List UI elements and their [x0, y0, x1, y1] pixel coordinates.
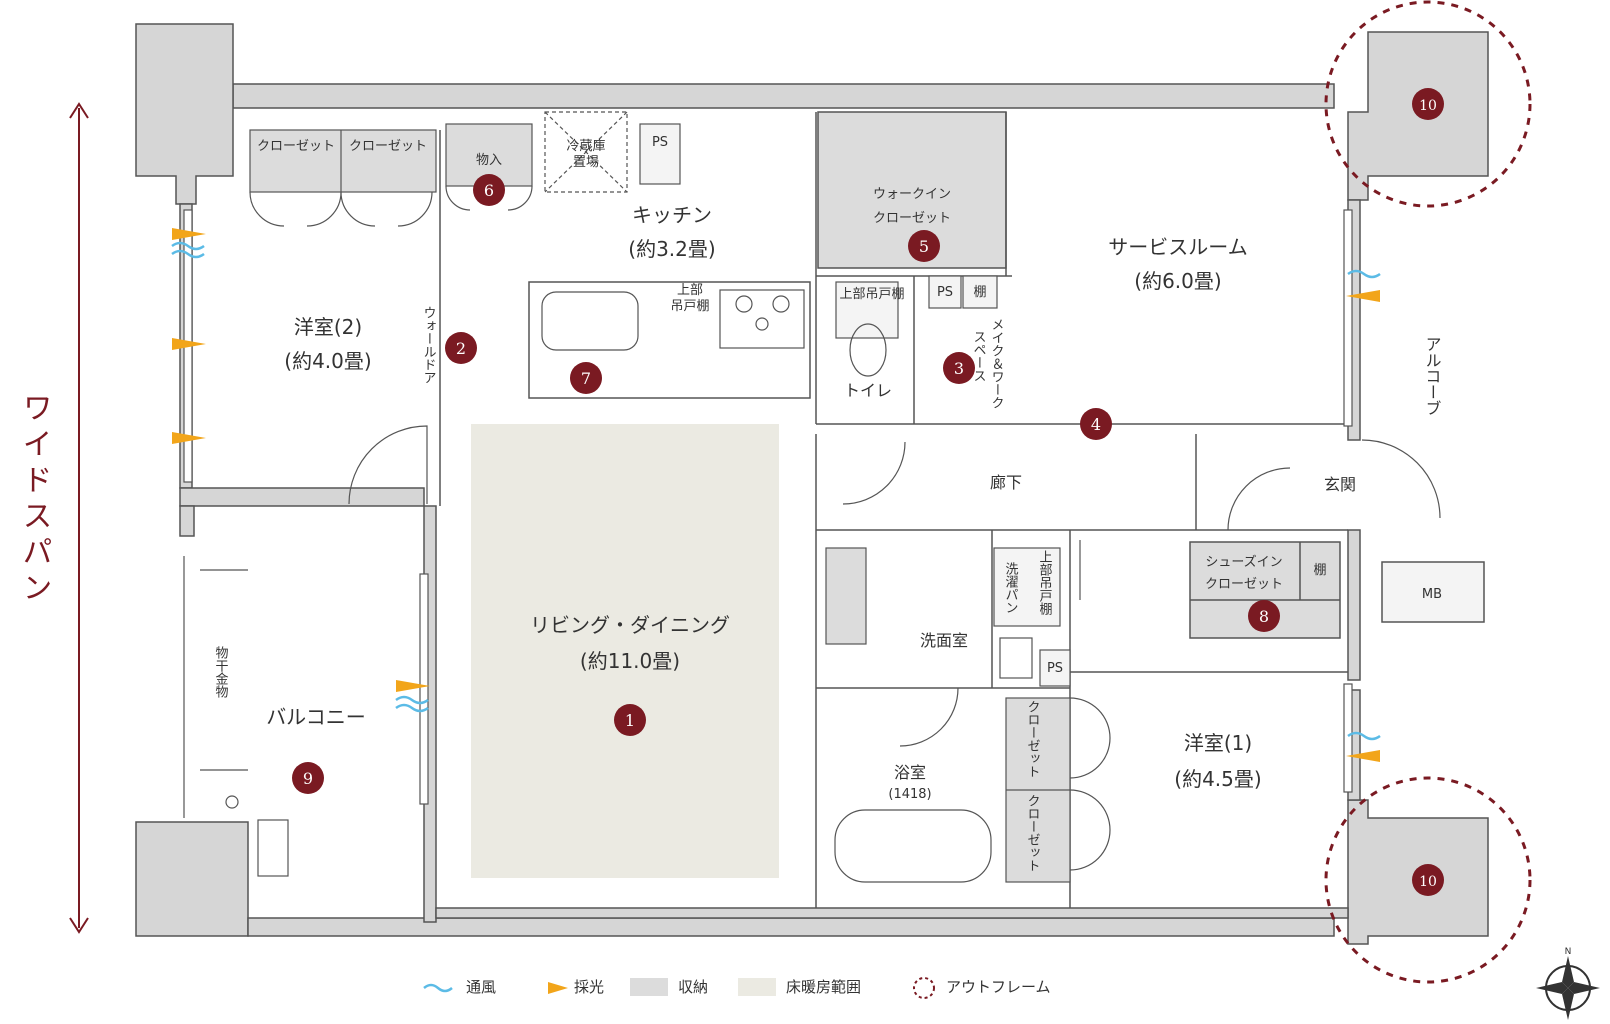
svg-text:10: 10 — [1419, 874, 1437, 890]
walkin-label-2: クローゼット — [873, 211, 951, 226]
svg-text:9: 9 — [303, 769, 313, 788]
legend-outframe: アウトフレーム — [946, 978, 1051, 996]
svg-text:1: 1 — [625, 711, 635, 730]
ps-wash-label: PS — [1047, 661, 1063, 676]
closet-right-2: クローゼット — [1025, 794, 1041, 872]
closet-right-1: クローゼット — [1025, 700, 1041, 778]
walk-door-label: ウォールドア — [421, 306, 436, 384]
washing-pan-label: 洗濯パン — [1003, 562, 1019, 614]
floor-heating-area — [471, 424, 779, 878]
svg-text:8: 8 — [1259, 607, 1269, 626]
marker-3: 3 — [943, 352, 975, 384]
shoes-label-2: クローゼット — [1205, 577, 1283, 592]
bath-name: 浴室 — [894, 763, 926, 782]
svg-text:6: 6 — [484, 181, 494, 200]
legend: 通風 採光 収納 床暖房範囲 アウトフレーム — [423, 977, 1051, 999]
living-size: (約11.0畳) — [580, 649, 680, 673]
walkin-label-1: ウォークイン — [873, 187, 951, 202]
svg-text:5: 5 — [919, 237, 929, 256]
western1-size: (約4.5畳) — [1174, 767, 1261, 791]
legend-ventilation: 通風 — [466, 978, 496, 996]
western2-name: 洋室(2) — [294, 315, 362, 339]
svg-text:10: 10 — [1419, 98, 1437, 114]
kitchen-size: (約3.2畳) — [628, 237, 715, 261]
fridge-label-2: 置場 — [573, 155, 599, 170]
kitchen-name: キッチン — [632, 203, 712, 227]
drying-label: 物干金物 — [213, 646, 229, 699]
svg-text:4: 4 — [1091, 415, 1101, 434]
ps-toilet-label: PS — [937, 285, 953, 300]
shoes-label-1: シューズイン — [1205, 554, 1282, 570]
closet-label-b: クローゼット — [349, 139, 427, 154]
entrance-name: 玄関 — [1324, 475, 1356, 494]
marker-9: 9 — [292, 762, 324, 794]
legend-floor-heating-swatch — [738, 978, 776, 996]
make-work-label: メイク＆ワーク — [989, 318, 1004, 409]
legend-daylight-icon — [548, 982, 568, 994]
storage-areas — [249, 123, 1071, 883]
marker-10-bottom: 10 — [1412, 864, 1444, 896]
marker-8: 8 — [1248, 600, 1280, 632]
ps-kitchen-label: PS — [652, 135, 668, 150]
bath-size: (1418) — [888, 787, 931, 802]
service-name: サービスルーム — [1108, 235, 1247, 259]
shelf-label: 棚 — [973, 285, 986, 300]
svg-text:3: 3 — [954, 359, 964, 378]
legend-ventilation-icon — [423, 983, 453, 993]
western2-size: (約4.0畳) — [284, 349, 371, 373]
shoes-shelf-label: 棚 — [1313, 563, 1326, 578]
marker-5: 5 — [908, 230, 940, 262]
closet-label-a: クローゼット — [257, 139, 335, 154]
mb-label: MB — [1422, 587, 1442, 602]
side-label: ワイドスパン — [17, 392, 52, 608]
upper-shelf-kitchen-1: 上部 — [677, 283, 703, 298]
compass-north-label: N — [1565, 947, 1572, 957]
upper-shelf-kitchen-2: 吊戸棚 — [670, 299, 709, 314]
legend-outframe-icon — [913, 977, 935, 999]
legend-floor-heating: 床暖房範囲 — [786, 978, 861, 996]
marker-2: 2 — [445, 332, 477, 364]
alcove-name: アルコーブ — [1423, 336, 1442, 416]
upper-wash-label: 上部吊戸棚 — [1037, 550, 1053, 615]
marker-6: 6 — [473, 174, 505, 206]
hallway-name: 廊下 — [990, 473, 1022, 492]
outframe-circles — [1324, 0, 1532, 984]
svg-text:2: 2 — [456, 339, 466, 358]
svg-text:7: 7 — [581, 369, 591, 388]
markers: 1 2 3 4 5 6 7 8 9 10 10 — [292, 88, 1444, 896]
balcony-name: バルコニー — [266, 705, 366, 729]
marker-7: 7 — [570, 362, 602, 394]
marker-4: 4 — [1080, 408, 1112, 440]
upper-shelf-toilet: 上部吊戸棚 — [839, 287, 904, 302]
compass-icon: N — [1536, 947, 1600, 1020]
toilet-name: トイレ — [844, 381, 892, 400]
western1-name: 洋室(1) — [1184, 731, 1252, 755]
legend-daylight: 採光 — [574, 978, 604, 996]
living-name: リビング・ダイニング — [530, 613, 730, 637]
storage-label: 物入 — [476, 153, 502, 168]
legend-storage: 収納 — [678, 978, 708, 996]
ventilation-icons — [171, 241, 1381, 741]
service-size: (約6.0畳) — [1134, 269, 1221, 293]
washroom-name: 洗面室 — [920, 631, 968, 650]
legend-storage-swatch — [630, 978, 668, 996]
wide-span-arrow — [69, 102, 89, 934]
fridge-label-1: 冷蔵庫 — [566, 139, 605, 154]
marker-10-top: 10 — [1412, 88, 1444, 120]
daylight-icons — [172, 228, 1380, 762]
marker-1: 1 — [614, 704, 646, 736]
